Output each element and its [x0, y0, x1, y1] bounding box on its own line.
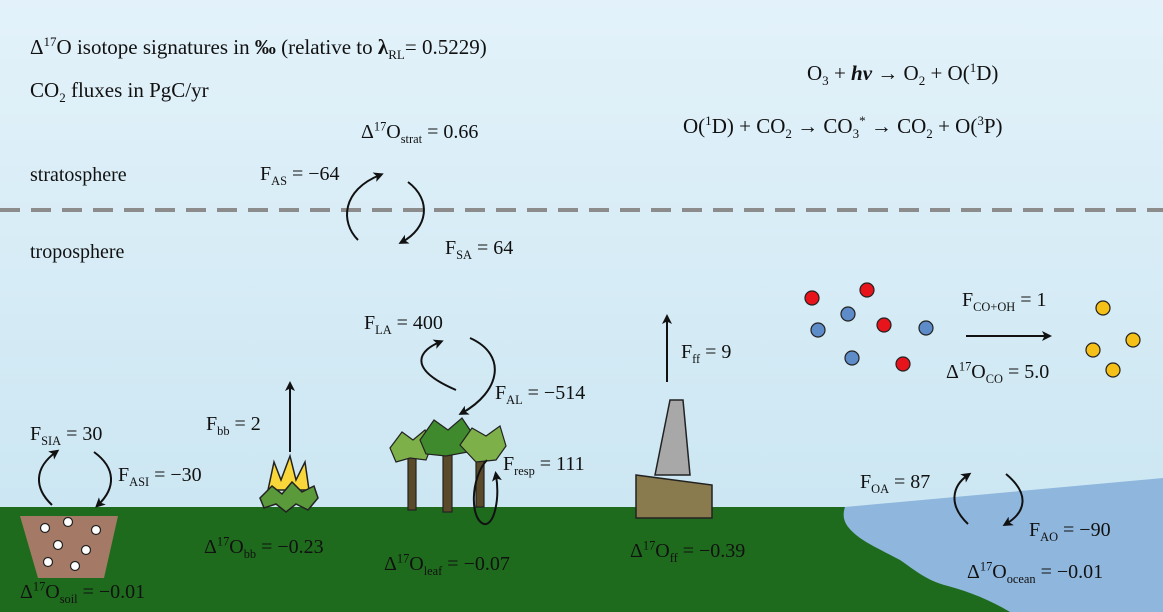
subscript: 2: [59, 90, 66, 106]
factory-icon: [635, 399, 713, 519]
flux-oa-label: FOA = 87: [860, 471, 931, 496]
yellow-molecules: [1085, 300, 1141, 378]
delta-symbol: Δ: [30, 35, 44, 59]
superscript: 17: [43, 34, 57, 49]
flux-arrows: [38, 172, 1052, 527]
leaf-signature-label: Δ17Oleaf = −0.07: [384, 551, 510, 578]
red-molecules: [804, 282, 911, 372]
flux-sa-label: FSA = 64: [445, 237, 514, 262]
flux-units-heading: CO2 fluxes in PgC/yr: [30, 78, 209, 105]
ocean-water: [843, 478, 1163, 612]
flux-ff-label: Fff = 9: [681, 341, 732, 366]
strat-signature-label: Δ17Ostrat = 0.66: [361, 119, 479, 146]
flux-al-label: FAL = −514: [495, 382, 586, 407]
flux-co-oh-label: FCO+OH = 1: [962, 289, 1047, 314]
ff-signature-label: Δ17Off = −0.39: [630, 538, 746, 565]
permil-symbol: ‰: [254, 35, 276, 59]
reaction-co2-exchange: O(1D) + CO2 → CO3* → CO2 + O(3P): [683, 113, 1003, 142]
soil-signature-label: Δ17Osoil = −0.01: [20, 579, 146, 606]
heading-text: (relative to: [275, 35, 378, 59]
co-signature-label: Δ17OCO = 5.0: [946, 359, 1050, 386]
subscript: RL: [388, 47, 405, 63]
flux-bb-label: Fbb = 2: [206, 413, 261, 438]
blue-molecules: [810, 306, 934, 366]
heading-text: CO: [30, 78, 60, 102]
heading-text: = 0.5229): [404, 35, 487, 59]
flux-resp-label: Fresp = 111: [503, 453, 585, 478]
heading-text: fluxes in PgC/yr: [65, 78, 209, 102]
fire-icon: [259, 453, 319, 513]
troposphere-label: troposphere: [30, 241, 125, 263]
lambda-symbol: λ: [377, 35, 389, 59]
flux-ao-label: FAO = −90: [1029, 519, 1111, 544]
flux-as-label: FAS = −64: [260, 163, 340, 188]
stratosphere-label: stratosphere: [30, 164, 127, 186]
flux-la-label: FLA = 400: [364, 312, 443, 337]
reaction-ozone-photolysis: O3 + hν → O2 + O(1D): [807, 60, 999, 89]
flux-sia-label: FSIA = 30: [30, 423, 103, 448]
heading-text: O isotope signatures in: [56, 35, 255, 59]
flux-asi-label: FASI = −30: [118, 464, 202, 489]
soil-pores: [39, 516, 102, 572]
ocean-signature-label: Δ17Oocean = −0.01: [967, 559, 1104, 586]
isotope-signature-heading: Δ17O isotope signatures in ‰ (relative t…: [30, 34, 487, 61]
trees-icon: [389, 417, 507, 513]
bb-signature-label: Δ17Obb = −0.23: [204, 534, 324, 561]
